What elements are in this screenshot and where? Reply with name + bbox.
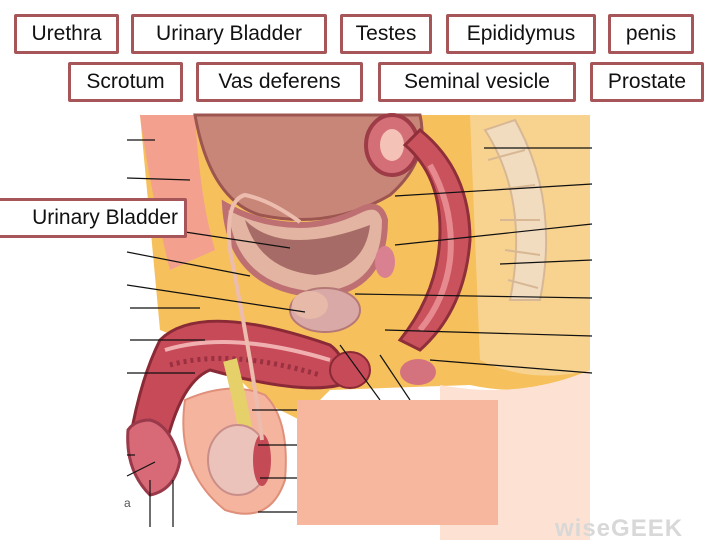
label-scrotum[interactable]: Scrotum	[68, 62, 183, 102]
pubic-bone	[292, 291, 328, 319]
label-vas-deferens[interactable]: Vas deferens	[196, 62, 363, 102]
vas-deferens-path	[227, 192, 302, 441]
spine	[483, 118, 548, 301]
urethra-line	[164, 340, 331, 362]
label-urinary-bladder-placed[interactable]: Urinary Bladder	[0, 198, 187, 238]
label-urinary-bladder-top[interactable]: Urinary Bladder	[131, 14, 327, 54]
leader-lines-right	[339, 147, 593, 401]
label-testes[interactable]: Testes	[340, 14, 432, 54]
epididymis	[253, 434, 271, 486]
watermark: wiseGEEK	[555, 515, 684, 542]
label-urethra[interactable]: Urethra	[14, 14, 119, 54]
seminal-vesicle	[375, 246, 395, 278]
abdominal-wall	[140, 115, 215, 270]
label-seminal-vesicle[interactable]: Seminal vesicle	[378, 62, 576, 102]
cover-box	[297, 400, 498, 525]
glans	[126, 418, 182, 497]
leader-lines-left	[126, 139, 306, 527]
marker-letter: a	[124, 496, 131, 510]
bulb	[329, 351, 371, 389]
rectum	[397, 127, 472, 352]
anal-sphincter	[400, 359, 436, 385]
label-penis[interactable]: penis	[608, 14, 694, 54]
label-prostate[interactable]: Prostate	[590, 62, 704, 102]
label-epididymus[interactable]: Epididymus	[446, 14, 596, 54]
